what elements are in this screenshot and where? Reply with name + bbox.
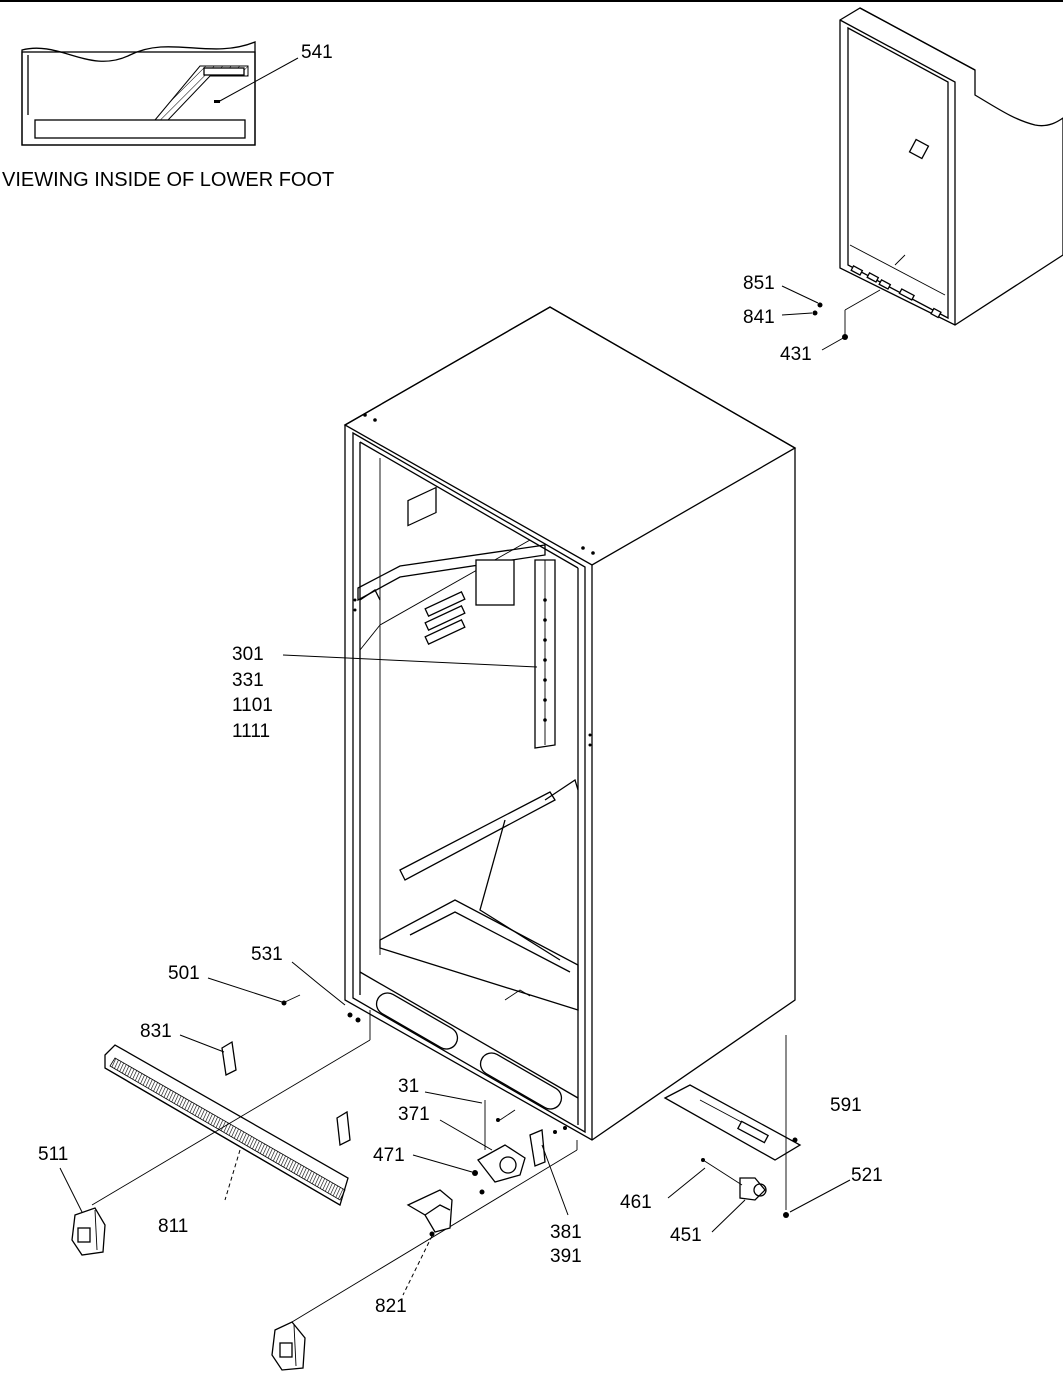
callout-31: 31 — [398, 1076, 419, 1097]
callout-1101: 1101 — [232, 695, 273, 716]
callout-821: 821 — [375, 1296, 407, 1317]
inset-callout-541: 541 — [301, 42, 333, 63]
callout-851: 851 — [743, 273, 775, 294]
callout-811: 811 — [158, 1216, 188, 1237]
callout-381: 381 — [550, 1222, 582, 1243]
rear-cabinet-view — [839, 7, 1063, 336]
callout-591: 591 — [830, 1095, 862, 1116]
callout-841: 841 — [743, 307, 775, 328]
callout-521: 521 — [851, 1165, 883, 1186]
leveler-left — [71, 1207, 106, 1256]
callout-391: 391 — [550, 1246, 582, 1267]
inset-caption: VIEWING INSIDE OF LOWER FOOT — [2, 169, 334, 191]
leader-431 — [821, 336, 846, 351]
callout-531: 531 — [251, 944, 283, 965]
main-cabinet — [343, 306, 797, 1141]
toe-grille — [104, 1040, 351, 1206]
callout-501: 501 — [168, 963, 200, 984]
bracket-821 — [406, 1189, 453, 1233]
leader-841 — [781, 312, 813, 316]
rear-bracket — [663, 1084, 802, 1161]
lower-hinge — [477, 1129, 546, 1183]
callout-511: 511 — [38, 1144, 68, 1165]
callout-471: 471 — [373, 1145, 405, 1166]
callout-1111: 1111 — [232, 721, 270, 742]
callout-301: 301 — [232, 644, 264, 665]
roller-451 — [739, 1177, 767, 1201]
callout-371: 371 — [398, 1104, 430, 1125]
callout-831: 831 — [140, 1021, 172, 1042]
leader-301 — [282, 654, 538, 668]
leader-851 — [781, 285, 819, 304]
callout-461: 461 — [620, 1192, 652, 1213]
callout-431: 431 — [780, 344, 812, 365]
callout-331: 331 — [232, 670, 264, 691]
leveler-right — [271, 1321, 306, 1371]
inset-lower-foot — [21, 41, 299, 146]
callout-451: 451 — [670, 1225, 702, 1246]
